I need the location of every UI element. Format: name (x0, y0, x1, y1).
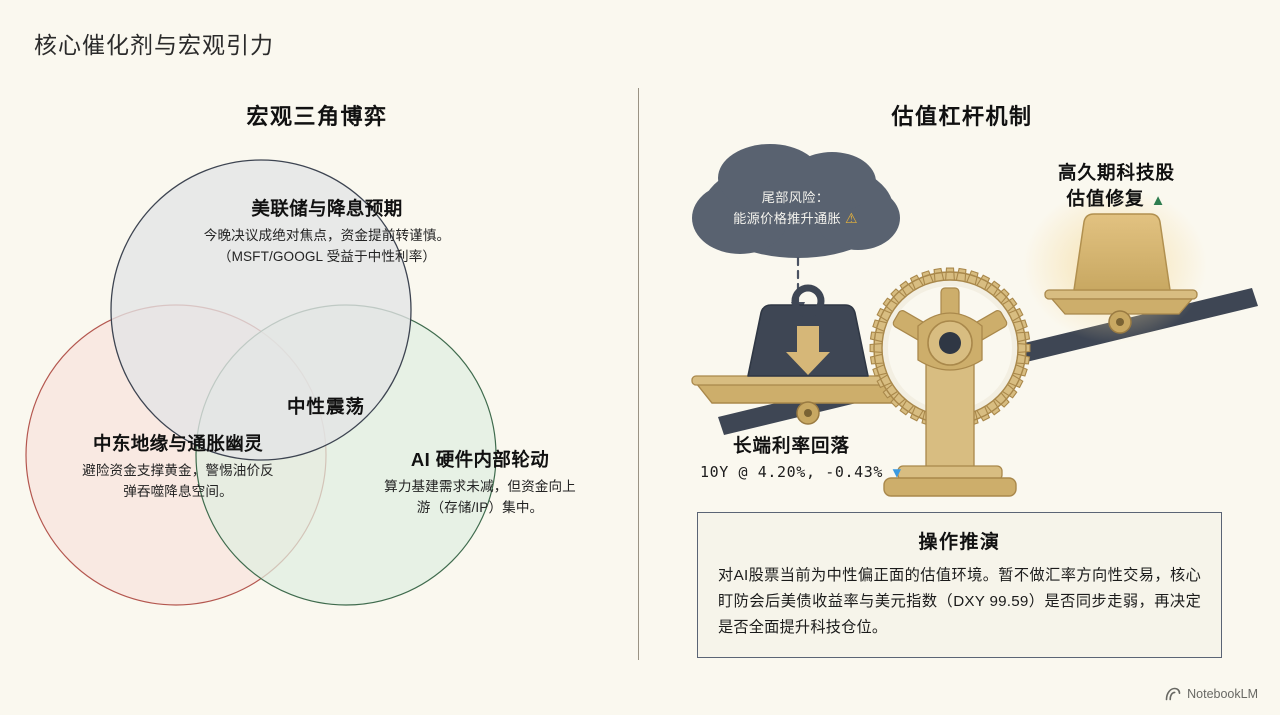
lift-label-line2: 估值修复 (1066, 187, 1145, 209)
venn-panel-heading: 宏观三角博弈 (246, 104, 388, 129)
panel-divider (638, 88, 639, 660)
notebooklm-logo-icon (1165, 687, 1181, 701)
right-pan-and-lift-weight (1023, 187, 1207, 343)
venn-circles-svg (25, 159, 497, 606)
weight-label-detail: 10Y @ 4.20%, -0.43% ▼ (700, 463, 902, 481)
watermark: NotebookLM (1165, 687, 1258, 701)
down-triangle-icon: ▼ (892, 465, 902, 481)
lift-label: 高久期科技股 估值修复 ▲ (1058, 160, 1175, 212)
lift-label-line1: 高久期科技股 (1058, 162, 1176, 183)
left-pan-and-weight (691, 284, 923, 425)
venn-circle-fed (110, 159, 412, 461)
page-title: 核心催化剂与宏观引力 (34, 32, 274, 58)
venn-diagram: 美联储与降息预期 今晚决议成绝对焦点，资金提前转谨慎。（MSFT/GOOGL 受… (0, 130, 634, 650)
up-triangle-icon: ▲ (1150, 191, 1167, 209)
lever-illustration: 尾部风险： 能源价格推升通胀 ⚠ (640, 130, 1280, 510)
action-summary-box: 操作推演 对AI股票当前为中性偏正面的估值环境。暂不做汇率方向性交易，核心盯防会… (697, 512, 1222, 659)
rate-value: 10Y @ 4.20%, -0.43% (700, 463, 883, 481)
down-arrow-icon (786, 326, 830, 375)
risk-cloud-icon (692, 144, 900, 258)
lever-svg (691, 144, 1258, 497)
fulcrum-gear-icon (869, 267, 1031, 497)
weight-label-title: 长端利率回落 (733, 435, 851, 456)
action-box-title: 操作推演 (918, 532, 1001, 553)
lever-panel-heading: 估值杠杆机制 (891, 104, 1033, 129)
action-box-body: 对AI股票当前为中性偏正面的估值环境。暂不做汇率方向性交易，核心盯防会后美债收益… (718, 567, 1201, 637)
watermark-label: NotebookLM (1187, 687, 1258, 701)
